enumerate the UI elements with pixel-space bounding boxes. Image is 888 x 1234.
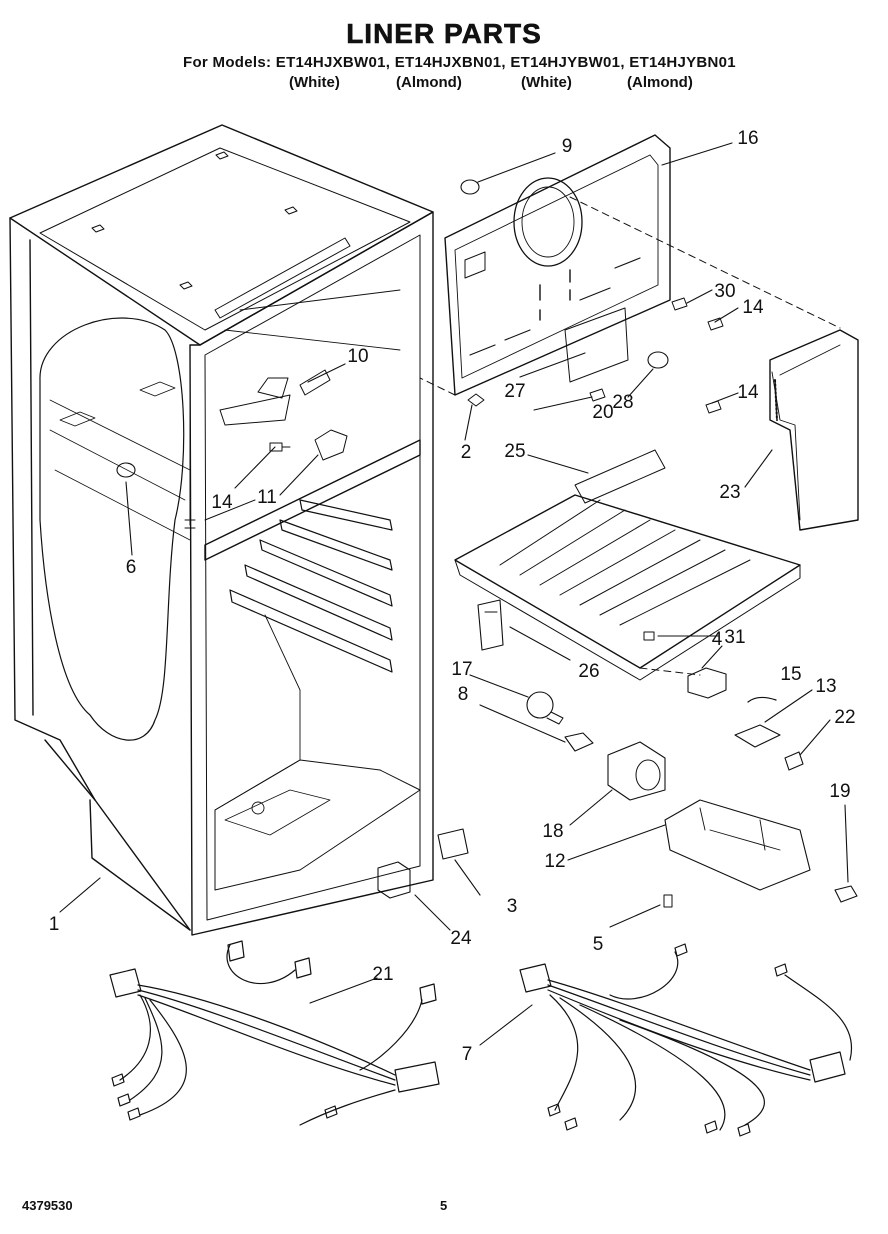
evaporator-cover-panel	[444, 134, 724, 414]
callout-19: 19	[829, 781, 850, 802]
callout-22: 22	[834, 707, 855, 728]
callout-9: 9	[562, 136, 573, 157]
alignment-lines	[419, 196, 841, 676]
variant-label-1: (White)	[289, 74, 340, 91]
callout-14: 14	[211, 492, 233, 513]
liner-cabinet	[9, 124, 434, 936]
callout-24: 24	[450, 928, 472, 949]
callout-26: 26	[578, 661, 599, 682]
page-number: 5	[440, 1198, 448, 1213]
drain-trough	[454, 449, 801, 681]
callout-7: 7	[462, 1044, 473, 1065]
callout-3: 3	[507, 896, 518, 917]
callout-16: 16	[737, 128, 758, 149]
small-parts	[377, 599, 858, 908]
wire-harness-21	[109, 940, 440, 1126]
leader-lines	[59, 142, 849, 1046]
callout-8: 8	[458, 684, 469, 705]
callout-28: 28	[612, 392, 633, 413]
callout-15: 15	[780, 664, 801, 685]
callout-30: 30	[714, 281, 735, 302]
callout-14: 14	[742, 297, 764, 318]
callout-18: 18	[542, 821, 563, 842]
variant-label-4: (Almond)	[627, 74, 693, 91]
callout-21: 21	[372, 964, 393, 985]
callout-1: 1	[49, 914, 60, 935]
variant-label-3: (White)	[521, 74, 572, 91]
duct-cover	[769, 329, 859, 531]
wire-harness-7	[519, 943, 853, 1137]
callout-14: 14	[737, 382, 759, 403]
callout-23: 23	[719, 482, 740, 503]
callout-6: 6	[126, 557, 137, 578]
document-number: 4379530	[22, 1198, 73, 1213]
models-line: For Models: ET14HJXBW01, ET14HJXBN01, ET…	[183, 54, 736, 71]
callout-10: 10	[347, 346, 368, 367]
callout-11: 11	[257, 487, 277, 508]
callout-20: 20	[592, 402, 613, 423]
callout-25: 25	[504, 441, 525, 462]
callout-17: 17	[451, 659, 472, 680]
callout-12: 12	[544, 851, 565, 872]
callout-2: 2	[461, 442, 472, 463]
callout-31: 31	[724, 627, 745, 648]
callout-layer: 1234567891011121314141415161718192021222…	[49, 128, 856, 1065]
callout-27: 27	[504, 381, 525, 402]
callout-4: 4	[712, 629, 723, 650]
page-title: LINER PARTS	[346, 18, 542, 50]
callout-13: 13	[815, 676, 836, 697]
callout-5: 5	[593, 934, 604, 955]
variant-label-2: (Almond)	[396, 74, 462, 91]
